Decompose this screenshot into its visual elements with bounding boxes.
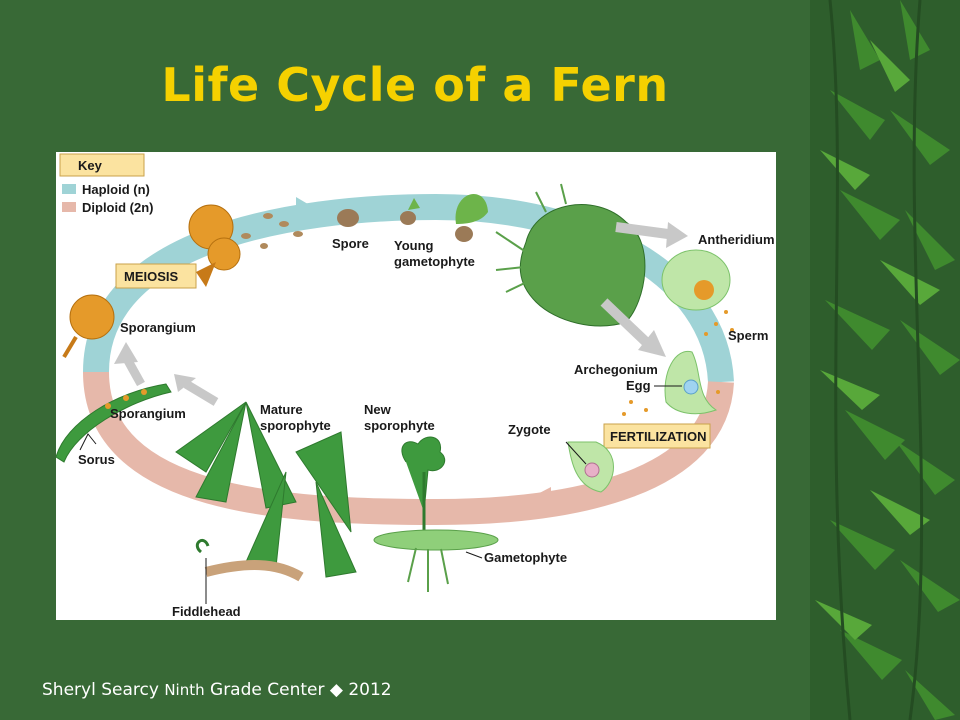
sorus-label: Sorus — [78, 452, 115, 467]
fiddlehead-illustration — [195, 539, 210, 554]
footer-school: Ninth — [164, 681, 205, 699]
young-gametophyte-label-1: Young — [394, 238, 434, 253]
footer-author: Sheryl Searcy — [42, 680, 159, 700]
key-haploid-swatch — [62, 184, 76, 194]
sporangium-upper-label: Sporangium — [120, 320, 196, 335]
new-sporophyte-illustration — [401, 436, 446, 544]
spore-illustration — [337, 209, 359, 227]
archegonium-illustration — [664, 350, 718, 415]
diploid-arrow — [526, 487, 551, 514]
sporangium-opening-illustration — [188, 204, 241, 287]
key-diploid-swatch — [62, 202, 76, 212]
gametophyte-label: Gametophyte — [484, 550, 567, 565]
diagram-panel: Key Haploid (n) Diploid (2n) MEIOSIS FER… — [55, 152, 776, 620]
mature-sporophyte-label-1: Mature — [260, 402, 303, 417]
slide-title: Life Cycle of a Fern — [161, 58, 669, 112]
rhizome-illustration — [204, 560, 304, 582]
fiddlehead-label: Fiddlehead — [172, 604, 241, 619]
footer-year: 2012 — [348, 680, 392, 700]
sporangium-lower-label: Sporangium — [110, 406, 186, 421]
key-heading: Key — [78, 158, 103, 173]
spores-scatter — [241, 213, 303, 249]
new-sporophyte-label-1: New — [364, 402, 392, 417]
fertilization-label: FERTILIZATION — [610, 429, 707, 444]
leaf-border-decoration — [810, 0, 960, 720]
sporangium-illustration — [62, 294, 115, 359]
key-diploid-label: Diploid (2n) — [82, 200, 154, 215]
zygote-illustration — [567, 441, 614, 493]
new-sporophyte-label-2: sporophyte — [364, 418, 435, 433]
fern-life-cycle-diagram: Key Haploid (n) Diploid (2n) MEIOSIS FER… — [55, 153, 775, 619]
spore-label: Spore — [332, 236, 369, 251]
key-haploid-label: Haploid (n) — [82, 182, 150, 197]
antheridium-illustration — [661, 249, 731, 311]
sori-dots — [105, 389, 147, 409]
frond-with-sori-illustration — [55, 383, 172, 463]
haploid-arrow — [296, 197, 318, 224]
meiosis-label: MEIOSIS — [124, 269, 179, 284]
mature-gametophyte-illustration — [519, 204, 646, 327]
rhizoids-illustration — [495, 183, 567, 293]
sperm-dots — [622, 310, 734, 416]
egg-illustration — [683, 379, 699, 395]
zygote-label: Zygote — [508, 422, 551, 437]
footer-separator: ◆ — [329, 680, 343, 700]
young-gametophyte-label-2: gametophyte — [394, 254, 475, 269]
egg-label: Egg — [626, 378, 651, 393]
sperm-label: Sperm — [728, 328, 768, 343]
footer-school-rest: Grade Center — [210, 680, 325, 700]
mature-sporophyte-illustration — [175, 401, 357, 578]
young-gametophyte-illustration — [400, 194, 488, 242]
archegonium-label: Archegonium — [574, 362, 658, 377]
gametophyte-illustration — [373, 529, 499, 592]
diploid-arc — [83, 371, 734, 526]
antheridium-label: Antheridium — [698, 232, 775, 247]
mature-sporophyte-label-2: sporophyte — [260, 418, 331, 433]
slide-footer: Sheryl Searcy Ninth Grade Center ◆ 2012 — [42, 680, 392, 700]
